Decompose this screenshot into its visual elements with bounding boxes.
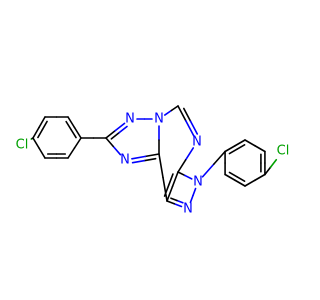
bond-l4-l5-half-a bbox=[32, 137, 40, 149]
bond-l1-l2-second-half-b bbox=[65, 120, 72, 131]
bond-r1-r2-second-half-a bbox=[228, 148, 238, 155]
triazole-n-top-left-label: N bbox=[125, 112, 135, 127]
bond-c5-np-second-half-b bbox=[189, 120, 199, 135]
bond-l3-l4-second-half-b bbox=[37, 128, 44, 139]
pyrimidine-n-label: N bbox=[192, 135, 202, 150]
bond-n8-c9b-second-half-b bbox=[170, 197, 178, 202]
bond-n8-c9b-half-a bbox=[173, 202, 183, 208]
bond-c6a-c9b-half-b bbox=[166, 185, 174, 202]
triazole-n-bridgehead-label: N bbox=[154, 112, 164, 127]
cl-right-label: Cl bbox=[277, 144, 290, 159]
bond-nt3-ct2-half-a bbox=[112, 145, 122, 156]
bond-nt4-c5-half-a bbox=[163, 109, 173, 116]
bond-c6a-c9b-second-half-a bbox=[167, 173, 174, 186]
bond-ct2-nt1-second-half-a bbox=[110, 131, 120, 140]
atom-labels: Cl Cl N N N N N N bbox=[16, 112, 290, 217]
bond-r2-r3-half-a bbox=[244, 139, 256, 147]
bond-r1-r2-half-b bbox=[234, 139, 246, 147]
bond-l1-l2-second-half-a bbox=[70, 128, 77, 139]
bond-c9b-c9a-half-b bbox=[158, 153, 164, 179]
cl-left-label: Cl bbox=[16, 138, 29, 153]
bond-np-c6a-half-b bbox=[177, 159, 187, 173]
bonds bbox=[30, 105, 278, 208]
bond-ct2-nt1-half-b bbox=[114, 122, 126, 132]
bond-r4-r5-half-a bbox=[254, 173, 266, 182]
bond-n7-n8-half-b bbox=[189, 194, 194, 204]
bond-r4-cl2-half-b bbox=[269, 158, 278, 168]
pyrazole-n-terminal-label: N bbox=[183, 202, 193, 217]
bond-np-c6a-half-a bbox=[184, 147, 195, 161]
triazole-n-bottom-label: N bbox=[120, 153, 130, 168]
bond-l4-l5-half-b bbox=[38, 147, 46, 159]
bond-n8-c9b-half-b bbox=[166, 200, 176, 205]
bond-c5-np-half-a bbox=[177, 105, 187, 122]
bond-c9a-nt3-half-b bbox=[131, 155, 147, 160]
bond-r2-r3-half-b bbox=[254, 144, 266, 153]
bond-r1-r2-second-half-b bbox=[236, 144, 246, 151]
bond-nt4-c5-half-b bbox=[170, 105, 179, 112]
bond-c6a-n7-half-b bbox=[184, 174, 193, 180]
bond-r5-r6-second-half-a bbox=[236, 175, 246, 182]
bond-l1-l2-half-a bbox=[73, 126, 82, 139]
bond-l3-l4-second-half-a bbox=[41, 120, 48, 131]
bond-nt3-ct2-half-b bbox=[105, 137, 115, 148]
bond-r5-r6-second-half-b bbox=[228, 171, 238, 178]
bond-c9b-c9a-half-a bbox=[162, 176, 168, 202]
bond-r5-r6-half-a bbox=[234, 179, 246, 187]
bond-l3-l4-half-a bbox=[38, 116, 46, 129]
bond-l6-l1-half-a bbox=[67, 147, 76, 159]
bond-c9a-nt3-second-half-b bbox=[131, 159, 145, 164]
bond-n7-n8-half-a bbox=[192, 187, 197, 197]
bond-ct2-nt1-second-half-b bbox=[118, 125, 128, 134]
bond-r5-r6-half-b bbox=[224, 173, 236, 182]
bond-c9a-nt3-second-half-a bbox=[143, 157, 157, 162]
bond-n8-c9b-second-half-a bbox=[176, 199, 184, 204]
bond-n7-r1-half-a bbox=[201, 163, 215, 178]
bond-ct2-nt1-half-a bbox=[105, 129, 117, 139]
bond-r4-cl2-half-a bbox=[264, 166, 272, 176]
bond-r1-r2-half-a bbox=[224, 144, 236, 153]
bond-c5-np-half-b bbox=[185, 120, 195, 137]
bond-c6a-c9b-half-a bbox=[171, 171, 179, 188]
bond-l1-l2-half-b bbox=[67, 116, 76, 129]
bond-l6-l1-half-b bbox=[73, 137, 82, 149]
bond-c5-np-second-half-a bbox=[183, 107, 192, 122]
bond-c6a-n7-half-a bbox=[177, 171, 186, 177]
bond-n7-r1-half-b bbox=[213, 150, 226, 165]
bond-r4-r5-half-b bbox=[244, 179, 256, 187]
bond-c9a-nt3-half-a bbox=[144, 153, 160, 158]
bond-l3-l4-half-b bbox=[32, 126, 40, 139]
chemical-structure: Cl Cl N N N N N N bbox=[16, 105, 290, 217]
pyrazole-n-aryl-label: N bbox=[193, 175, 203, 190]
